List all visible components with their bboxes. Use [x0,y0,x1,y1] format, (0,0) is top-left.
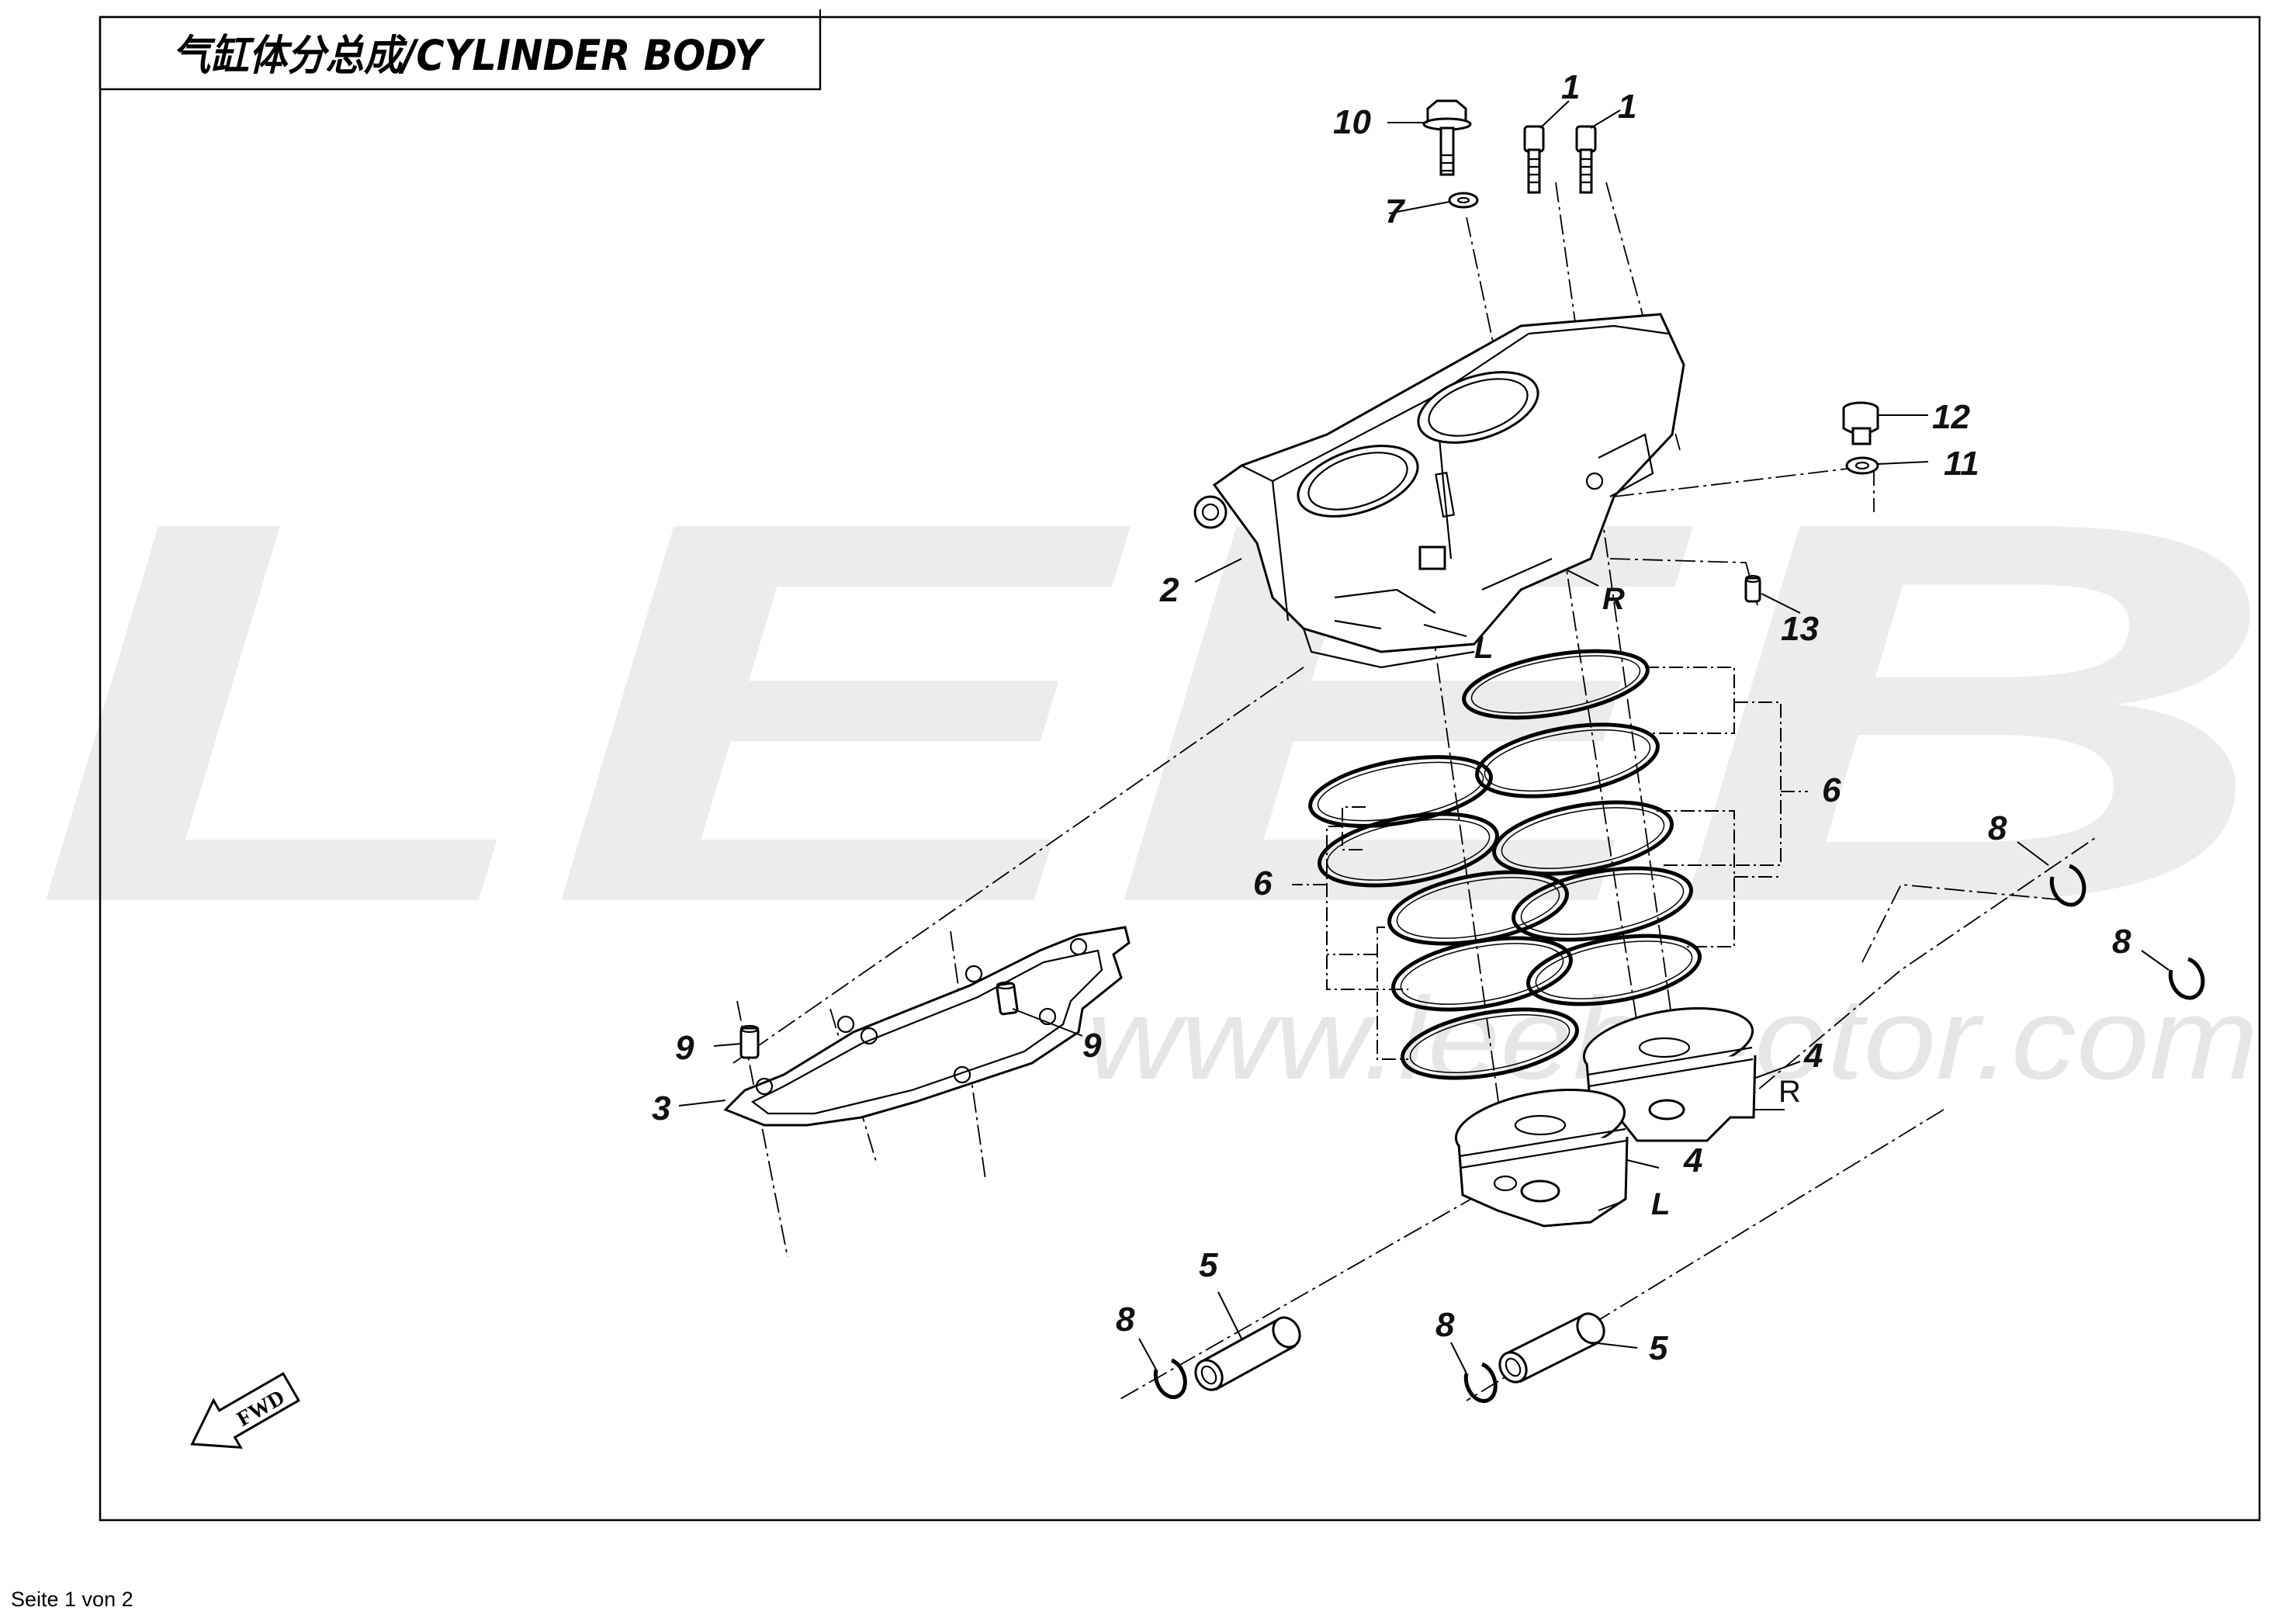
cylinder-bolt-right [1575,125,1597,194]
callout-clip-8-top1: 8 [1988,809,2007,847]
circlip-top-2 [2168,957,2205,1000]
callout-bolt-1b: 1 [1618,88,1636,126]
label-cylinder-right: R [1602,582,1625,616]
callout-pin-13: 13 [1781,610,1819,648]
flange-bolt-10 [1422,99,1472,176]
label-piston-right: R [1778,1075,1801,1109]
title-box: 气缸体分总成/CYLINDER BODY [99,9,822,91]
cylinder-bolt-left [1523,125,1545,194]
piston-pin-left [1194,1316,1301,1391]
callout-rings-6-right: 6 [1822,771,1841,809]
callout-dowel-9-right: 9 [1082,1027,1102,1065]
callout-cylinder-2: 2 [1159,571,1179,609]
piston-rings-right [1462,649,1702,1006]
callout-clip-8-bottom-mid: 8 [1435,1306,1455,1344]
page-title: 气缸体分总成/CYLINDER BODY [172,31,765,80]
callout-clip-8-top2: 8 [2112,923,2132,961]
callout-washer-11: 11 [1944,445,1979,483]
drawing-frame [99,16,2261,1522]
callout-plug-12: 12 [1932,398,1970,436]
circlip-bottom-mid [1463,1362,1498,1403]
piston-left [1454,1088,1629,1228]
callout-pin-5-left: 5 [1199,1246,1218,1284]
dowel-pin-right [996,981,1019,1016]
callout-piston-4-left: 4 [1683,1141,1702,1179]
pin-13 [1744,574,1761,603]
assembly-axis-lines [732,182,2096,1401]
callout-bolt-1a: 1 [1561,68,1580,106]
callout-washer-7: 7 [1385,192,1406,230]
leader-lines [678,100,2170,1374]
plug-12 [1842,401,1879,445]
cylinder-block [1193,313,1685,669]
circlip-bottom-left [1153,1358,1187,1399]
callout-gasket-3: 3 [652,1089,670,1127]
cylinder-base-gasket [723,926,1131,1127]
callout-pin-5-right: 5 [1649,1329,1668,1367]
piston-pin-right [1498,1312,1605,1384]
label-cylinder-left: L [1474,631,1493,665]
circlip-top-1 [2049,864,2086,907]
page-footer: Seite 1 von 2 [11,1588,133,1611]
dowel-pin-left [739,1024,760,1059]
washer-11 [1845,456,1879,475]
watermark-brand: LEEB [31,409,2281,1016]
callout-bolt-10: 10 [1333,103,1371,141]
callout-rings-6-left: 6 [1253,864,1273,902]
callout-piston-4-right: 4 [1803,1037,1823,1075]
callout-clip-8-bottom-left: 8 [1116,1301,1135,1339]
callout-dowel-9-left: 9 [675,1029,694,1067]
fwd-arrow-icon: FWD [190,1372,301,1450]
ring-group-brackets [1292,667,1808,1060]
washer-7 [1448,192,1479,209]
label-piston-left: L [1651,1187,1670,1221]
